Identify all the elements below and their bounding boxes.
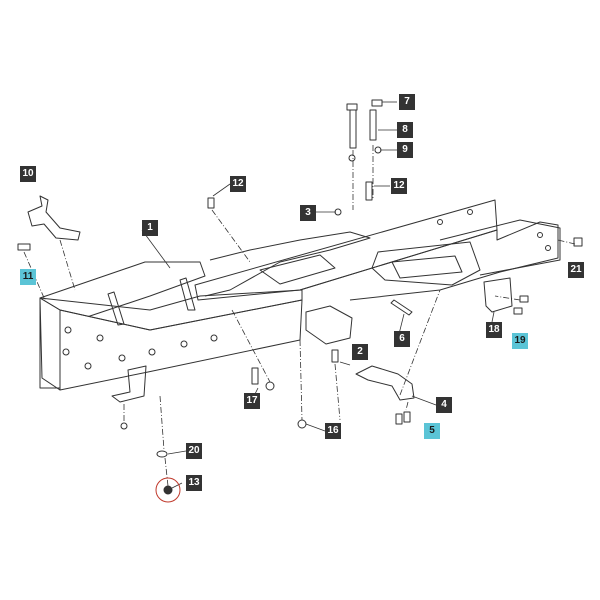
callout-19[interactable]: 19 — [512, 333, 528, 349]
callout-2[interactable]: 2 — [352, 344, 368, 360]
callout-10[interactable]: 10 — [20, 166, 36, 182]
part-18-plate — [483, 277, 513, 313]
cross-bracket — [259, 254, 336, 285]
callout-12-lower[interactable]: 12 — [391, 178, 407, 194]
highlight-ring — [155, 477, 181, 503]
callout-17[interactable]: 17 — [244, 393, 260, 409]
part-4-bracket — [355, 365, 415, 401]
part-10-bracket — [27, 195, 81, 241]
callout-11[interactable]: 11 — [20, 269, 36, 285]
callout-4[interactable]: 4 — [436, 397, 452, 413]
callout-20[interactable]: 20 — [186, 443, 202, 459]
callout-8[interactable]: 8 — [397, 122, 413, 138]
left-lower-bracket — [111, 365, 147, 403]
main-frame-top — [39, 289, 303, 331]
long-rail-lower — [299, 221, 559, 301]
callout-16[interactable]: 16 — [325, 423, 341, 439]
callout-9[interactable]: 9 — [397, 142, 413, 158]
callout-5[interactable]: 5 — [424, 423, 440, 439]
callout-1[interactable]: 1 — [142, 220, 158, 236]
main-frame-left-face — [39, 297, 61, 391]
bracket-u-inner — [391, 255, 463, 279]
main-frame-front — [39, 261, 206, 389]
spacer-block — [305, 305, 353, 345]
bracket-u — [371, 241, 481, 286]
vertical-bracket-1 — [179, 277, 196, 311]
cross-member — [204, 231, 371, 297]
rear-rail — [439, 219, 561, 276]
vertical-bracket-2 — [107, 291, 125, 326]
callout-6[interactable]: 6 — [394, 331, 410, 347]
callout-3[interactable]: 3 — [300, 205, 316, 221]
callout-18[interactable]: 18 — [486, 322, 502, 338]
callout-21[interactable]: 21 — [568, 262, 584, 278]
callout-7[interactable]: 7 — [399, 94, 415, 110]
callout-12-upper[interactable]: 12 — [230, 176, 246, 192]
part-6-pin — [390, 299, 413, 316]
callout-13[interactable]: 13 — [186, 475, 202, 491]
